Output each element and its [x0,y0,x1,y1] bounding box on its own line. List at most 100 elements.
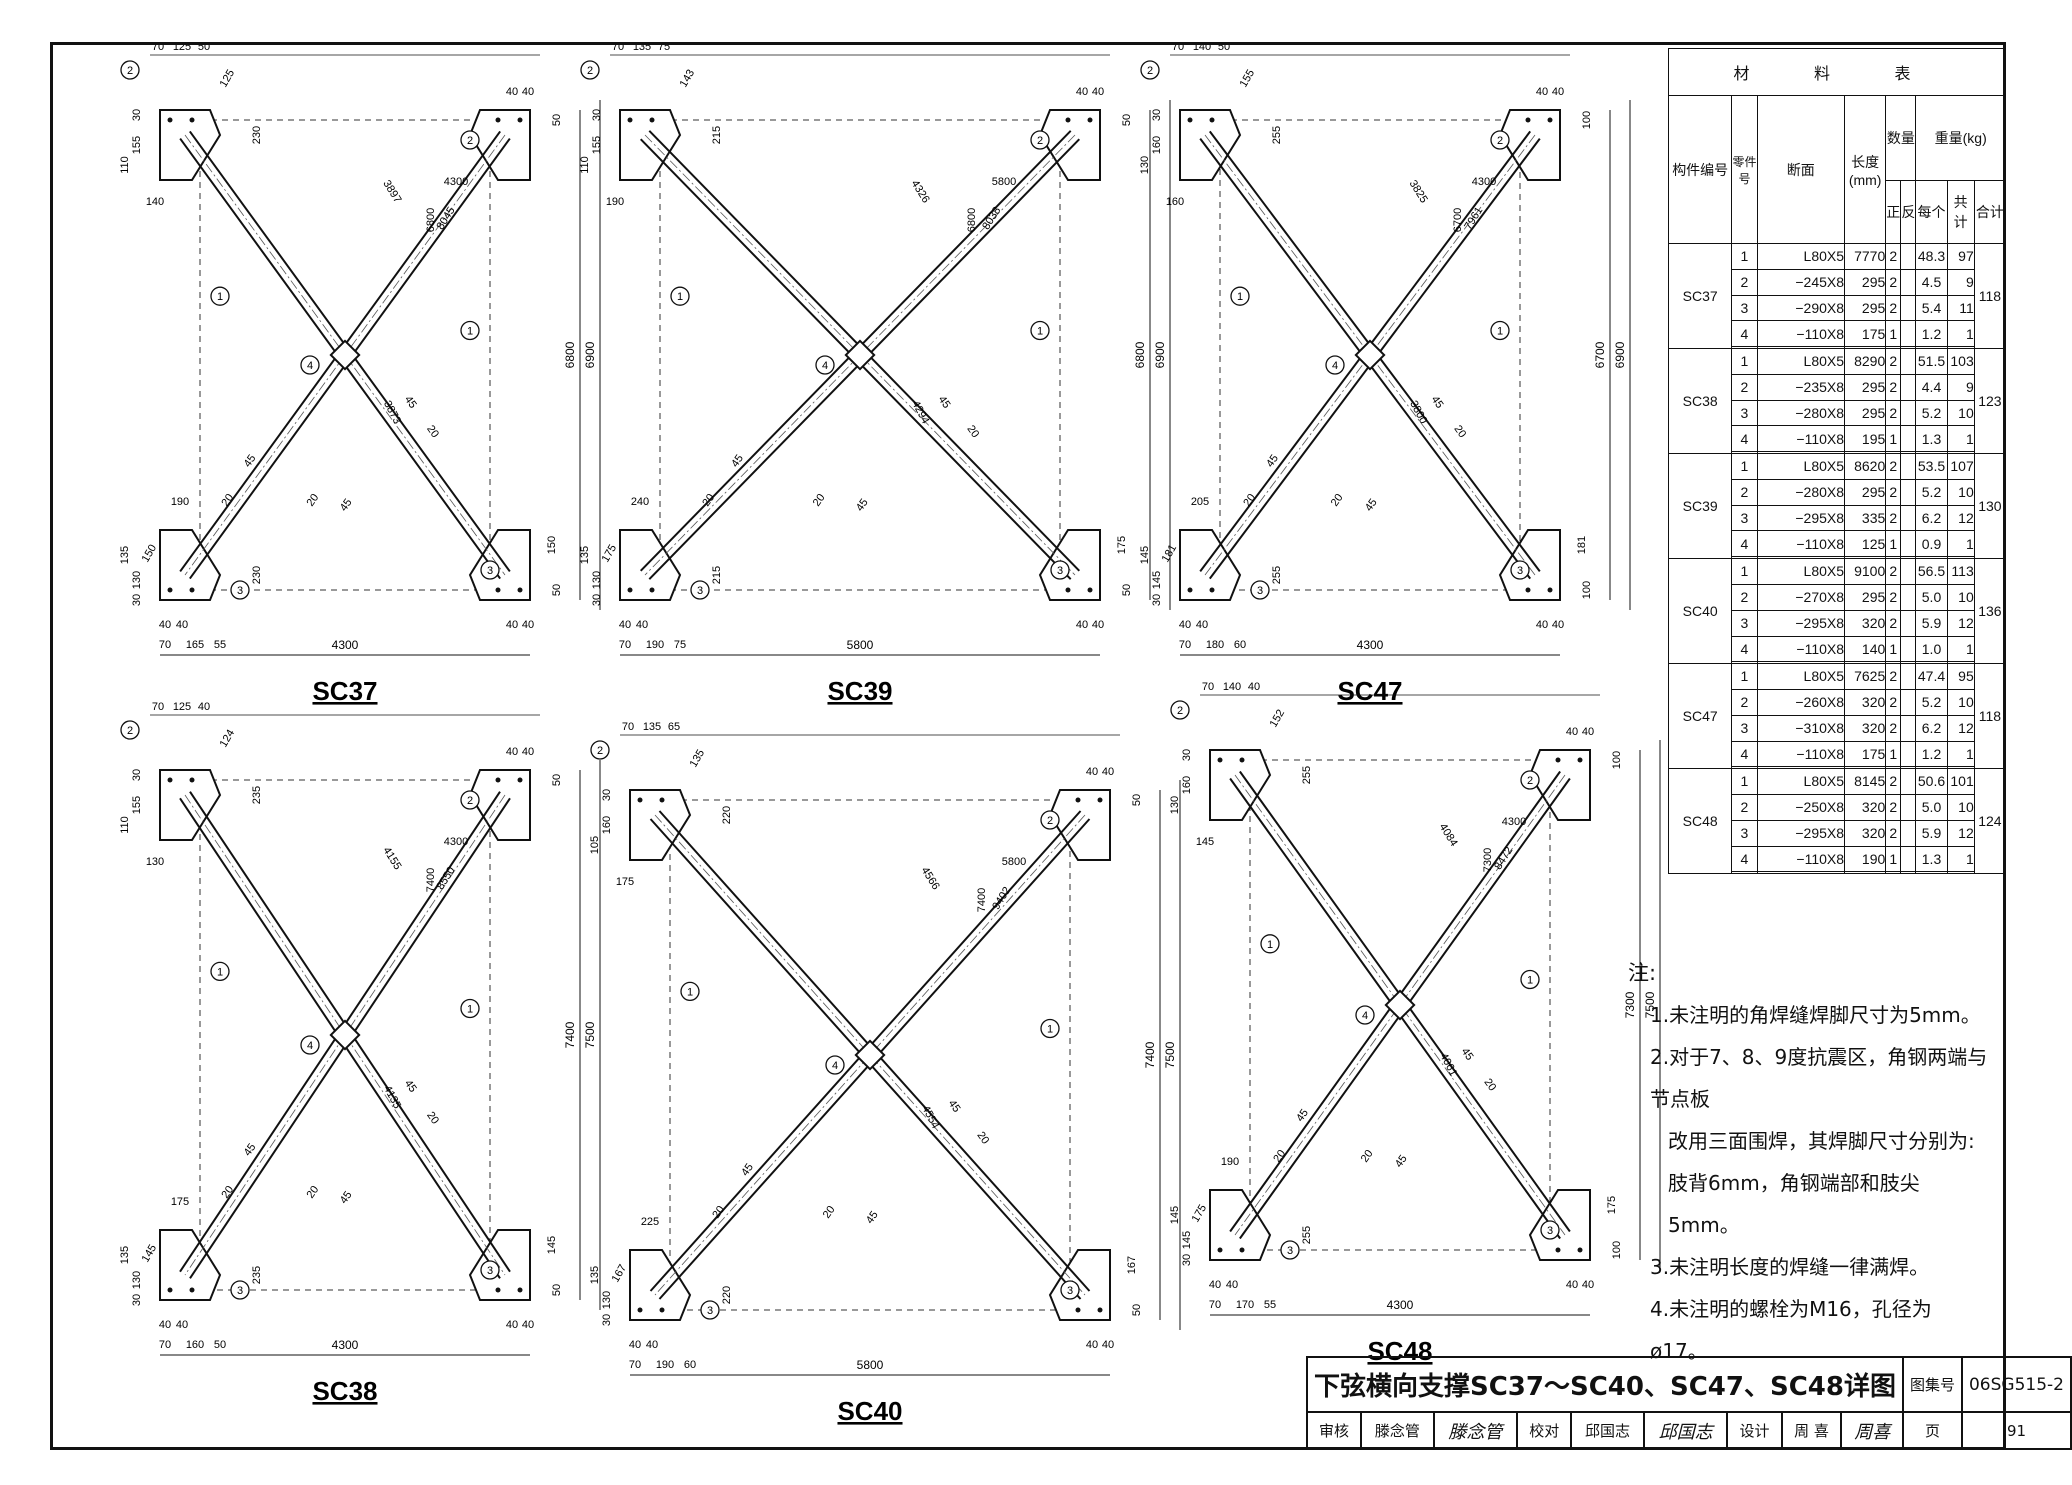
material-cell: 4 [1731,740,1758,768]
left-dimension: 130 [1139,156,1151,174]
material-cell: 11 [1946,294,1975,322]
segment-dimension: 7400 [976,888,988,912]
material-cell: 1 [1946,320,1975,348]
material-cell-empty [1885,871,1902,874]
weld-dimension: 45 [402,1078,419,1095]
top-dimension: 40 [1092,86,1104,98]
gusset-plate [619,529,682,601]
part-number: 1 [1237,291,1243,303]
bolt-hole [495,117,501,123]
material-cell: 113 [1946,557,1975,585]
part-callout [230,1280,250,1300]
left-dimension: 155 [131,796,143,814]
bottom-dimension: 55 [1264,1299,1276,1311]
material-cell: 47.4 [1915,662,1948,690]
material-cell: 4 [1731,425,1758,453]
material-cell: 2 [1885,347,1902,375]
page-label: 页 [1901,1411,1963,1450]
part-callout [1490,320,1510,341]
bolt-hole [1209,117,1215,123]
part-callout [480,560,500,580]
left-dimension: 30 [131,109,143,121]
material-cell: 2 [1885,478,1902,506]
bolt-hole [637,797,643,803]
plate-dimension: 140 [146,196,164,208]
edge-dimension: 100 [1611,751,1623,769]
material-cell: 1 [1731,557,1758,585]
left-dimension: 110 [119,816,131,834]
material-cell: −110X8 [1756,320,1846,348]
col-w-each: 每个 [1915,180,1948,244]
material-cell: 103 [1946,347,1975,375]
material-cell [1900,688,1917,716]
part-number: 4 [307,1040,313,1052]
gusset-plate [1179,109,1242,181]
drawing-label: SC39 [827,676,892,706]
material-cell: −110X8 [1756,425,1846,453]
bolt-hole [167,117,173,123]
material-cell-empty [1756,871,1846,874]
material-table-caption: 材 料 表 [1668,47,2006,97]
material-cell-empty [1731,871,1758,874]
bottom-dimension: 40 [636,619,648,631]
bolt-hole [1239,757,1245,763]
edge-dimension: 50 [1131,1304,1143,1316]
weld-dimension: 45 [1363,497,1380,514]
bolt-hole [495,777,501,783]
drawing-label: SC40 [837,1396,902,1426]
width-dimension: 5800 [857,1358,884,1372]
material-cell: 2 [1885,373,1902,401]
part-number: 2 [1037,135,1043,147]
bottom-dimension: 70 [159,1339,171,1351]
part-callout [300,1035,320,1055]
drawing-label: SC38 [312,1376,377,1406]
plate-dimension: 181 [1576,536,1588,554]
bottom-dimension: 40 [506,1319,518,1331]
material-cell: 125 [1844,530,1887,558]
top-dimension: 135 [643,721,661,733]
part-callout [460,130,480,150]
bolt-hole [627,117,633,123]
weld-dimension: 45 [338,497,355,514]
gusset-plate [468,109,531,181]
bolt-hole [517,117,523,123]
top-dimension: 40 [506,86,518,98]
gusset-plate [629,789,692,861]
plate-dimension: 205 [1191,496,1209,508]
material-cell: 6.2 [1915,504,1948,532]
col-w-total: 合计 [1973,180,2007,244]
part-callout [1060,1280,1080,1300]
weld-dimension: 20 [424,1110,441,1127]
part-callout [210,286,230,306]
material-cell: −110X8 [1756,635,1846,663]
part-callout [680,981,700,1002]
part-number: 1 [1267,939,1273,951]
material-cell: 5.9 [1915,609,1948,637]
material-cell: 320 [1844,819,1887,847]
weld-dimension: 20 [811,492,828,509]
part-number: 3 [1547,1225,1553,1237]
part-callout [815,355,835,375]
segment-dimension: 7300 [1482,848,1494,872]
material-cell [1900,819,1917,847]
material-cell: 1 [1885,425,1902,453]
height-dimension: 6800 [563,341,577,368]
check-label: 校对 [1516,1411,1573,1450]
bolt-hole [649,587,655,593]
centerline-frame [669,799,1071,1311]
height-dimension: 6700 [1593,341,1607,368]
part-number: 2 [597,745,603,757]
top-dimension: 40 [1102,766,1114,778]
top-dimension: 70 [1202,681,1214,693]
plate-dimension: 215 [711,566,723,584]
bolt-hole [1547,117,1553,123]
left-dimension: 30 [1151,109,1163,121]
member-total: 124 [1973,767,2007,875]
gusset-plate [468,769,531,841]
left-dimension: 30 [601,789,613,801]
weld-dimension: 45 [1294,1107,1311,1124]
left-dimension: 30 [131,594,143,606]
material-cell: 2 [1885,452,1902,480]
material-cell: 9100 [1844,557,1887,585]
